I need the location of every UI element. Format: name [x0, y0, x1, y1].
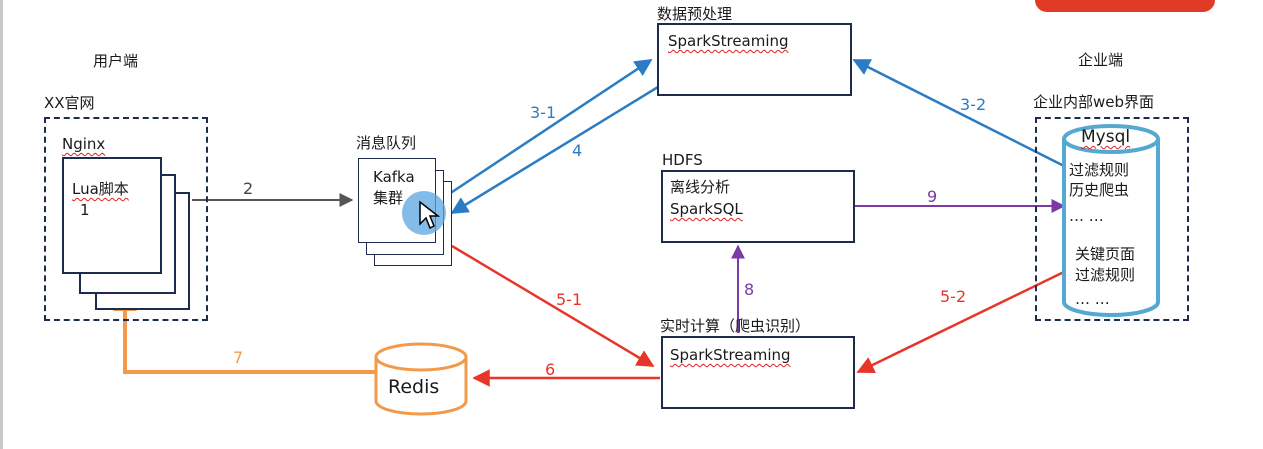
arrow-3-2: [852, 58, 1069, 170]
mysql-item-4: 关键页面: [1075, 245, 1136, 263]
nginx-label: Nginx: [62, 135, 106, 153]
redis-label: Redis: [388, 376, 440, 398]
arrow-5-1: [451, 244, 655, 368]
arrow-7: [113, 287, 375, 374]
window-left-edge: [0, 0, 3, 449]
mysql-label: Mysql: [1081, 127, 1131, 147]
arrow-5-2-label: 5-2: [940, 287, 967, 306]
arrow-3-1-label: 3-1: [530, 103, 557, 122]
enterprise-web-label: 企业内部web界面: [1033, 93, 1155, 111]
move-cursor-icon: [419, 200, 441, 230]
realtime-box: [661, 336, 855, 409]
realtime-body: SparkStreaming: [670, 346, 791, 364]
mysql-item-3: … …: [1069, 207, 1104, 225]
realtime-title: 实时计算（爬虫识别）: [660, 317, 811, 335]
enterprise-side-label: 企业端: [1078, 51, 1124, 69]
preprocess-title: 数据预处理: [657, 5, 733, 23]
lua-label: Lua脚本: [72, 180, 129, 198]
preprocess-body: SparkStreaming: [668, 32, 789, 50]
xx-site-label: XX官网: [44, 94, 95, 112]
offline-label-line2: SparkSQL: [670, 200, 743, 218]
offline-box: [661, 170, 855, 243]
redis-cylinder: [374, 342, 468, 416]
arrow-7-label: 7: [233, 348, 244, 367]
arrow-3-2-label: 3-2: [960, 95, 987, 114]
mysql-item-5: 过滤规则: [1075, 266, 1136, 284]
arrow-3-1: [439, 58, 653, 202]
arrow-5-2: [856, 268, 1069, 374]
user-side-label: 用户端: [93, 52, 139, 70]
kafka-label-line2: 集群: [373, 189, 404, 207]
mysql-item-1: 过滤规则: [1069, 161, 1130, 179]
kafka-label-line1: Kafka: [373, 168, 415, 186]
preprocess-box: [657, 23, 852, 96]
enterprise-dashed-frame: [1035, 117, 1189, 321]
mysql-item-6: … …: [1075, 290, 1110, 308]
arrow-9-label: 9: [927, 187, 938, 206]
hdfs-title: HDFS: [662, 151, 703, 169]
arrow-4: [450, 85, 659, 215]
arrow-4-label: 4: [572, 141, 583, 160]
header-red-button: [1035, 0, 1215, 12]
arrow-6-label: 6: [545, 360, 556, 379]
lua-number: 1: [80, 201, 90, 219]
arrow-8-label: 8: [744, 280, 755, 299]
arrow-5-1-label: 5-1: [556, 290, 583, 309]
mq-title: 消息队列: [356, 134, 417, 152]
mysql-item-2: 历史爬虫: [1069, 181, 1130, 199]
offline-label-line1: 离线分析: [670, 178, 731, 196]
user-side-dashed-frame: [44, 117, 208, 321]
mysql-cylinder: [1062, 124, 1160, 317]
server-stack-front: [62, 157, 162, 274]
arrow-2-label: 2: [243, 179, 254, 198]
